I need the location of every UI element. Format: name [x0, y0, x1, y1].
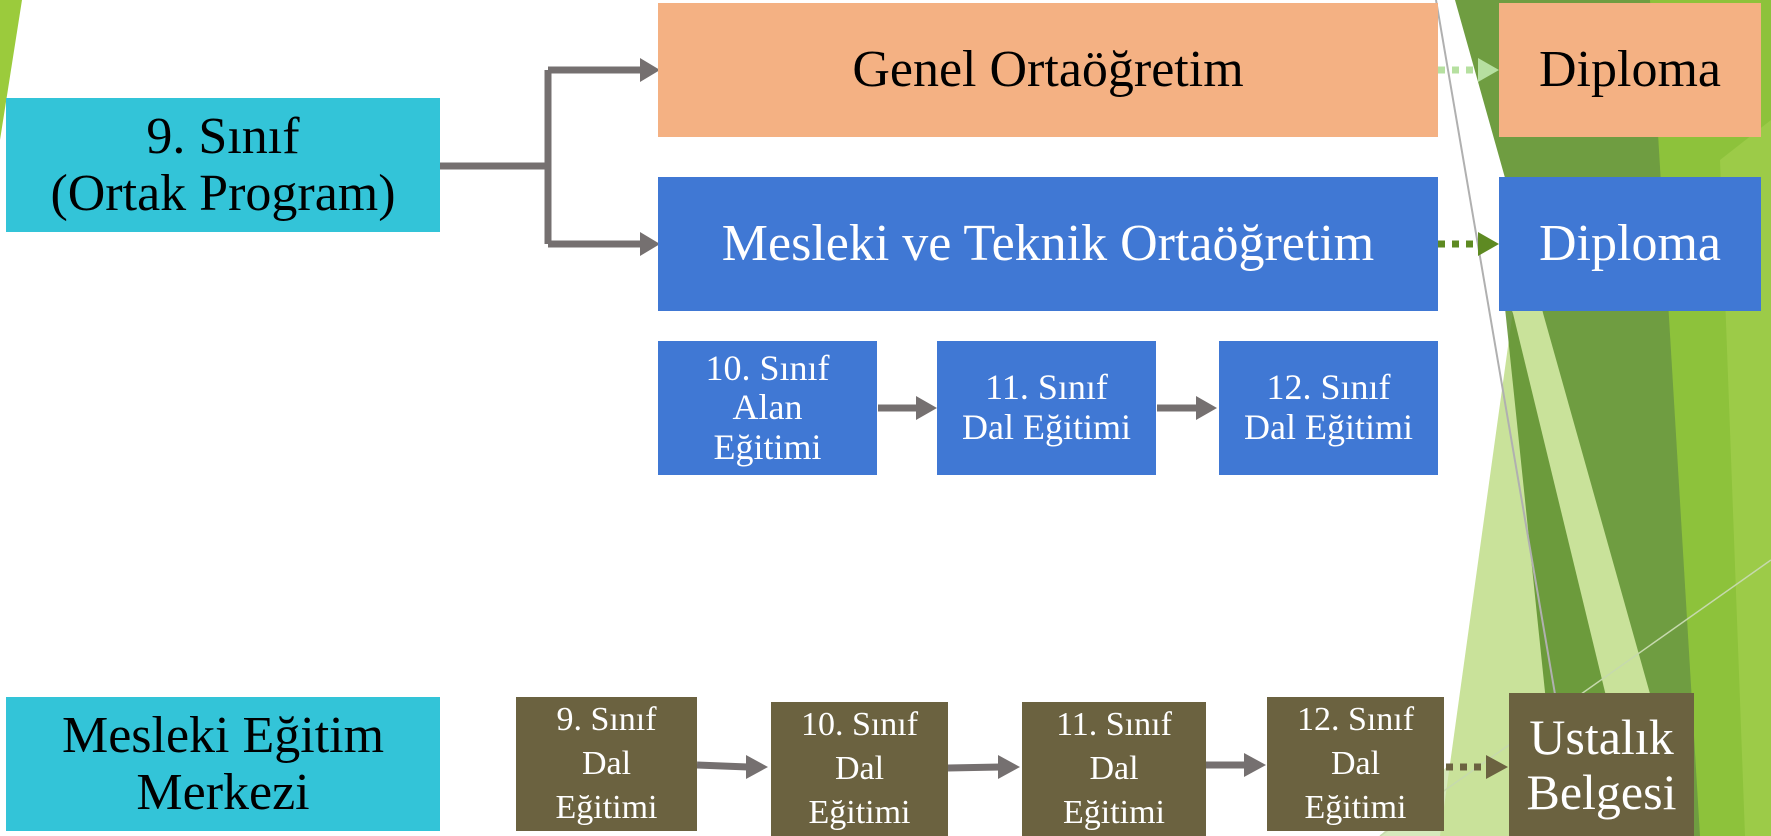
step-line: Eğitimi	[808, 794, 911, 832]
step-line: 12. Sınıf	[1296, 700, 1415, 738]
step-line: 11. Sınıf	[1056, 705, 1172, 743]
step-line: Dal	[1089, 749, 1139, 787]
certificate-line1: Ustalık	[1529, 708, 1674, 765]
apprentice-step-11: 11. Sınıf Dal Eğitimi	[1022, 702, 1206, 836]
ninth-grade-line1: 9. Sınıf	[146, 107, 300, 165]
general-secondary-box: Genel Ortaöğretim	[658, 3, 1438, 137]
step-line: 12. Sınıf	[1266, 367, 1391, 408]
step-line: 11. Sınıf	[985, 367, 1108, 408]
vocational-center-line1: Mesleki Eğitim	[61, 706, 385, 764]
dotted-arrow-head-app	[1486, 755, 1508, 779]
step-line: 9. Sınıf	[556, 700, 657, 738]
dotted-arrow-head-vocational	[1478, 232, 1499, 256]
apprentice-step-12: 12. Sınıf Dal Eğitimi	[1267, 697, 1444, 831]
apprentice-step-9: 9. Sınıf Dal Eğitimi	[516, 697, 697, 831]
step-line: 10. Sınıf	[800, 705, 919, 743]
step-line: Dal	[1330, 744, 1381, 782]
step-line: Eğitimi	[1063, 794, 1165, 832]
vocational-technical-secondary-box: Mesleki ve Teknik Ortaöğretim	[658, 177, 1438, 311]
mid-green-shard	[1500, 260, 1640, 836]
arrow-to-general	[640, 58, 660, 82]
thin-gray-line	[1435, 0, 1557, 701]
ninth-grade-common-program-box: 9. Sınıf (Ortak Program)	[6, 98, 440, 232]
arrow-app-2-3	[947, 763, 1001, 772]
general-diploma-label: Diploma	[1539, 41, 1721, 99]
arrow-head-app-2-3	[998, 755, 1020, 779]
branch-connector	[440, 66, 640, 248]
vocational-technical-label: Mesleki ve Teknik Ortaöğretim	[721, 215, 1375, 273]
step-line: Eğitimi	[1304, 789, 1407, 827]
step-line: Dal Eğitimi	[962, 407, 1131, 447]
step-line: Dal Eğitimi	[1244, 407, 1413, 447]
arrow-to-vocational	[640, 232, 660, 256]
vocational-diploma-box: Diploma	[1499, 177, 1761, 311]
vocational-diploma-label: Diploma	[1539, 215, 1721, 273]
dotted-arrow-head-general	[1478, 58, 1499, 82]
arrow-app-1-2	[696, 761, 749, 771]
arrow-head-app-3-4	[1244, 753, 1266, 777]
top-left-green-sliver	[0, 0, 22, 140]
step-line: Eğitimi	[555, 789, 658, 827]
step-line: Eğitimi	[713, 426, 822, 467]
arrow-head-app-1-2	[746, 755, 768, 779]
vocational-step-10: 10. Sınıf Alan Eğitimi	[658, 341, 877, 475]
step-line: Dal	[834, 749, 885, 787]
step-line: 10. Sınıf	[705, 347, 830, 388]
mastery-certificate-box: Ustalık Belgesi	[1509, 693, 1694, 836]
vocational-step-12: 12. Sınıf Dal Eğitimi	[1219, 341, 1438, 475]
apprentice-step-10: 10. Sınıf Dal Eğitimi	[771, 702, 948, 836]
arrow-head-step-1-2	[916, 396, 937, 420]
general-diploma-box: Diploma	[1499, 3, 1761, 137]
general-secondary-label: Genel Ortaöğretim	[852, 41, 1244, 99]
step-line: Dal	[581, 744, 632, 782]
vocational-education-center-box: Mesleki Eğitim Merkezi	[6, 697, 440, 831]
vocational-step-11: 11. Sınıf Dal Eğitimi	[937, 341, 1156, 475]
ninth-grade-line2: (Ortak Program)	[50, 165, 396, 222]
certificate-line2: Belgesi	[1526, 763, 1677, 820]
vocational-center-line2: Merkezi	[136, 764, 310, 821]
step-line: Alan	[732, 387, 803, 428]
arrow-head-step-2-3	[1196, 396, 1217, 420]
